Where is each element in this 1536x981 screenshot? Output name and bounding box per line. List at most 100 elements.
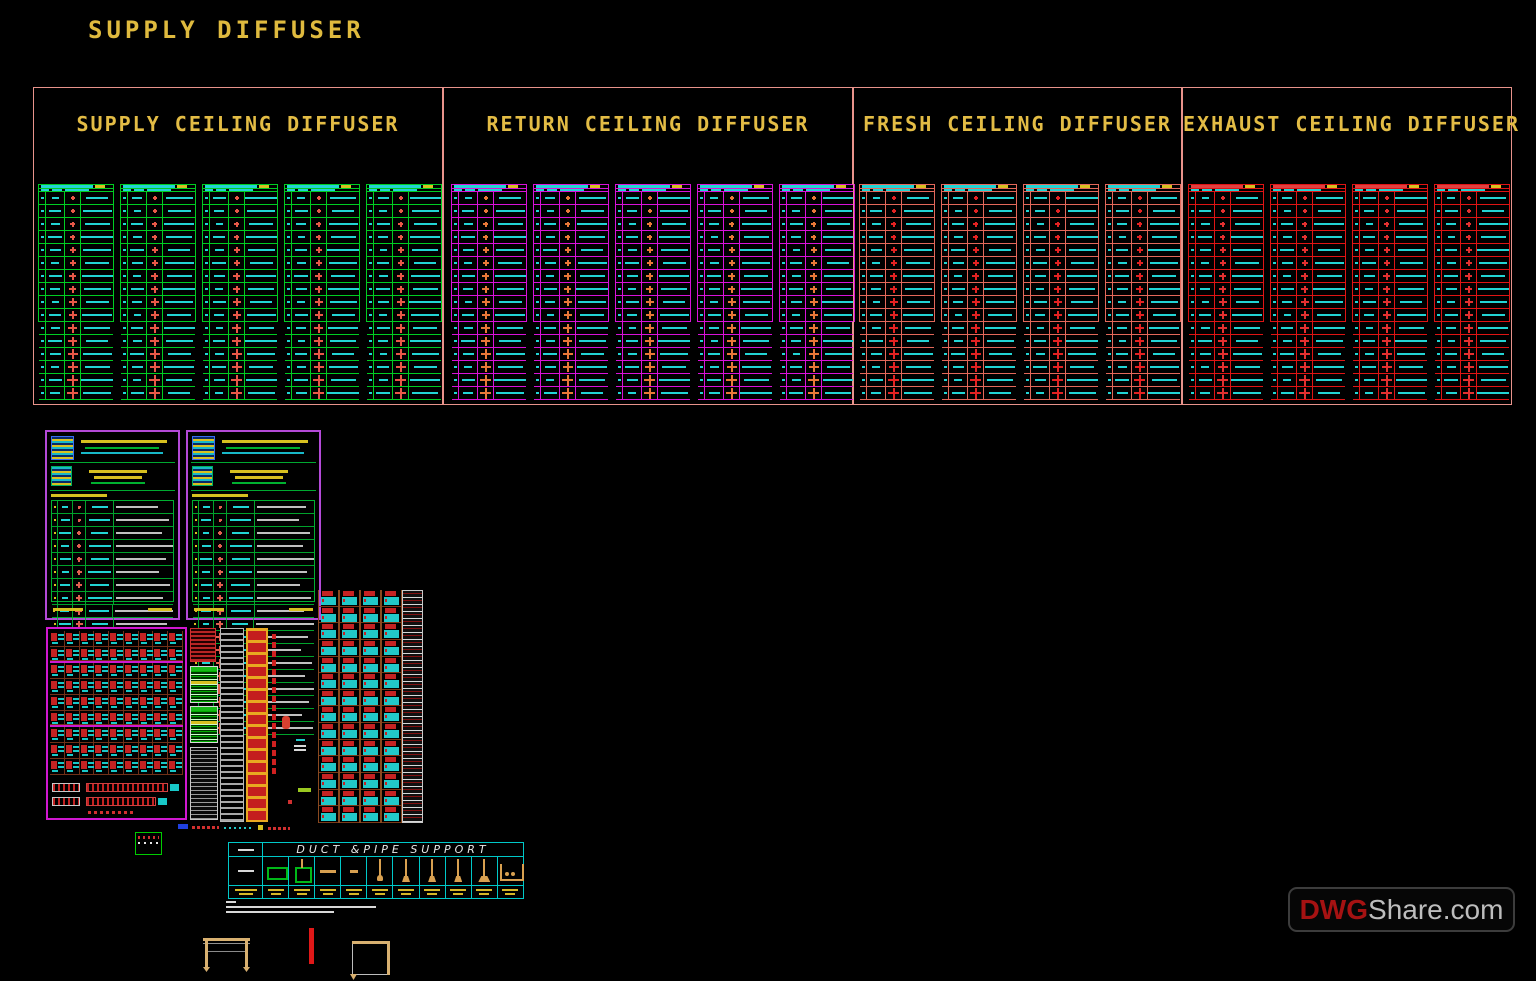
text-bar (1354, 223, 1358, 225)
size-cell (128, 296, 147, 308)
description-cell (1313, 218, 1345, 230)
description-cell (984, 309, 1016, 321)
symbol-cell (1050, 296, 1066, 308)
description-cell (81, 218, 113, 230)
row-number-cell (1189, 270, 1196, 282)
schedule-row (942, 205, 1016, 218)
text-bar (116, 558, 166, 560)
description-cell (81, 374, 113, 386)
cell-red-bar (322, 690, 333, 696)
text-bar (257, 558, 314, 560)
fitting-cell (50, 711, 65, 725)
text-bar (379, 353, 387, 355)
row-number-cell (780, 387, 787, 399)
symbol-cell (1132, 309, 1148, 321)
description-cell (658, 257, 690, 269)
diffuser-symbol (393, 257, 408, 269)
description-cell (1477, 270, 1509, 282)
text-bar (230, 610, 251, 612)
schedule-row (860, 309, 934, 322)
diffuser-symbol (724, 348, 739, 360)
text-bar (625, 262, 639, 264)
size-cell (623, 374, 642, 386)
diffuser-symbol (1297, 348, 1312, 360)
text-bar (1436, 197, 1440, 199)
text-bar (40, 262, 44, 264)
detail-cell (340, 773, 359, 790)
symbol-cell (478, 374, 494, 386)
text-bar (1437, 189, 1445, 191)
fitting-cell (153, 743, 169, 759)
text-bar (660, 392, 688, 394)
schedule-row (1189, 218, 1263, 231)
diffuser-symbol (229, 244, 244, 256)
description-cell (1231, 283, 1263, 295)
description-cell (1395, 192, 1427, 204)
diffuser-symbol (642, 218, 657, 230)
schedule-row (698, 361, 772, 374)
description-cell (902, 387, 934, 399)
text-bar (1445, 353, 1457, 355)
table-header (1189, 185, 1263, 189)
size-cell (374, 322, 393, 334)
symbol-cell (806, 231, 822, 243)
symbol-cell (1050, 218, 1066, 230)
schedule-row (193, 501, 314, 514)
text-bar (229, 189, 253, 191)
text-bar (1234, 366, 1260, 368)
text-bar (498, 262, 522, 264)
size-cell (46, 296, 65, 308)
row-number-cell (39, 309, 46, 321)
text-bar (508, 185, 518, 188)
diffuser-symbol (478, 205, 493, 217)
schedule-row (860, 348, 934, 361)
symbol-cell (1379, 322, 1395, 334)
row-number-cell (1271, 218, 1278, 230)
text-bar (1317, 353, 1341, 355)
text-bar (91, 506, 108, 508)
symbol-cell (73, 540, 86, 552)
text-bar (904, 249, 932, 251)
text-bar (626, 379, 638, 381)
description-cell (1313, 283, 1345, 295)
size-cell (459, 309, 478, 321)
text-bar (1190, 327, 1194, 329)
fitting-cyan-text (161, 682, 168, 684)
size-cell (1031, 296, 1050, 308)
schedule-row (452, 270, 526, 283)
diffuser-symbol (806, 218, 821, 230)
schedule-row (203, 309, 277, 322)
text-bar (1481, 314, 1505, 316)
text-bar (130, 288, 144, 290)
text-bar (1273, 189, 1281, 191)
text-bar (257, 610, 304, 612)
description-cell (658, 309, 690, 321)
schedule-row (1435, 335, 1509, 348)
text-bar (577, 223, 607, 225)
symbol-cell (1132, 374, 1148, 386)
rod-s-symbol (368, 858, 392, 884)
text-bar (1231, 379, 1263, 381)
text-bar (825, 249, 851, 251)
text-bar (453, 327, 457, 329)
size-cell (705, 192, 724, 204)
size-cell (374, 348, 393, 360)
row-number-cell (534, 244, 541, 256)
symbol-cell (311, 205, 327, 217)
cell-cyan-block (384, 780, 399, 789)
diffuser-symbol (968, 322, 983, 334)
text-bar (1446, 366, 1456, 368)
schedule-row (1189, 361, 1263, 374)
detail-cell (361, 806, 380, 823)
text-bar (1436, 327, 1440, 329)
size-cell (1360, 296, 1379, 308)
size-cell (1442, 387, 1461, 399)
text-bar (1191, 189, 1199, 191)
diffuser-symbol (886, 205, 901, 217)
diffuser-symbol (806, 244, 821, 256)
text-bar (1354, 327, 1358, 329)
size-cell (1196, 387, 1215, 399)
signature-yellow-dot (258, 825, 263, 830)
size-cell (1278, 374, 1297, 386)
row-number-cell (698, 374, 705, 386)
